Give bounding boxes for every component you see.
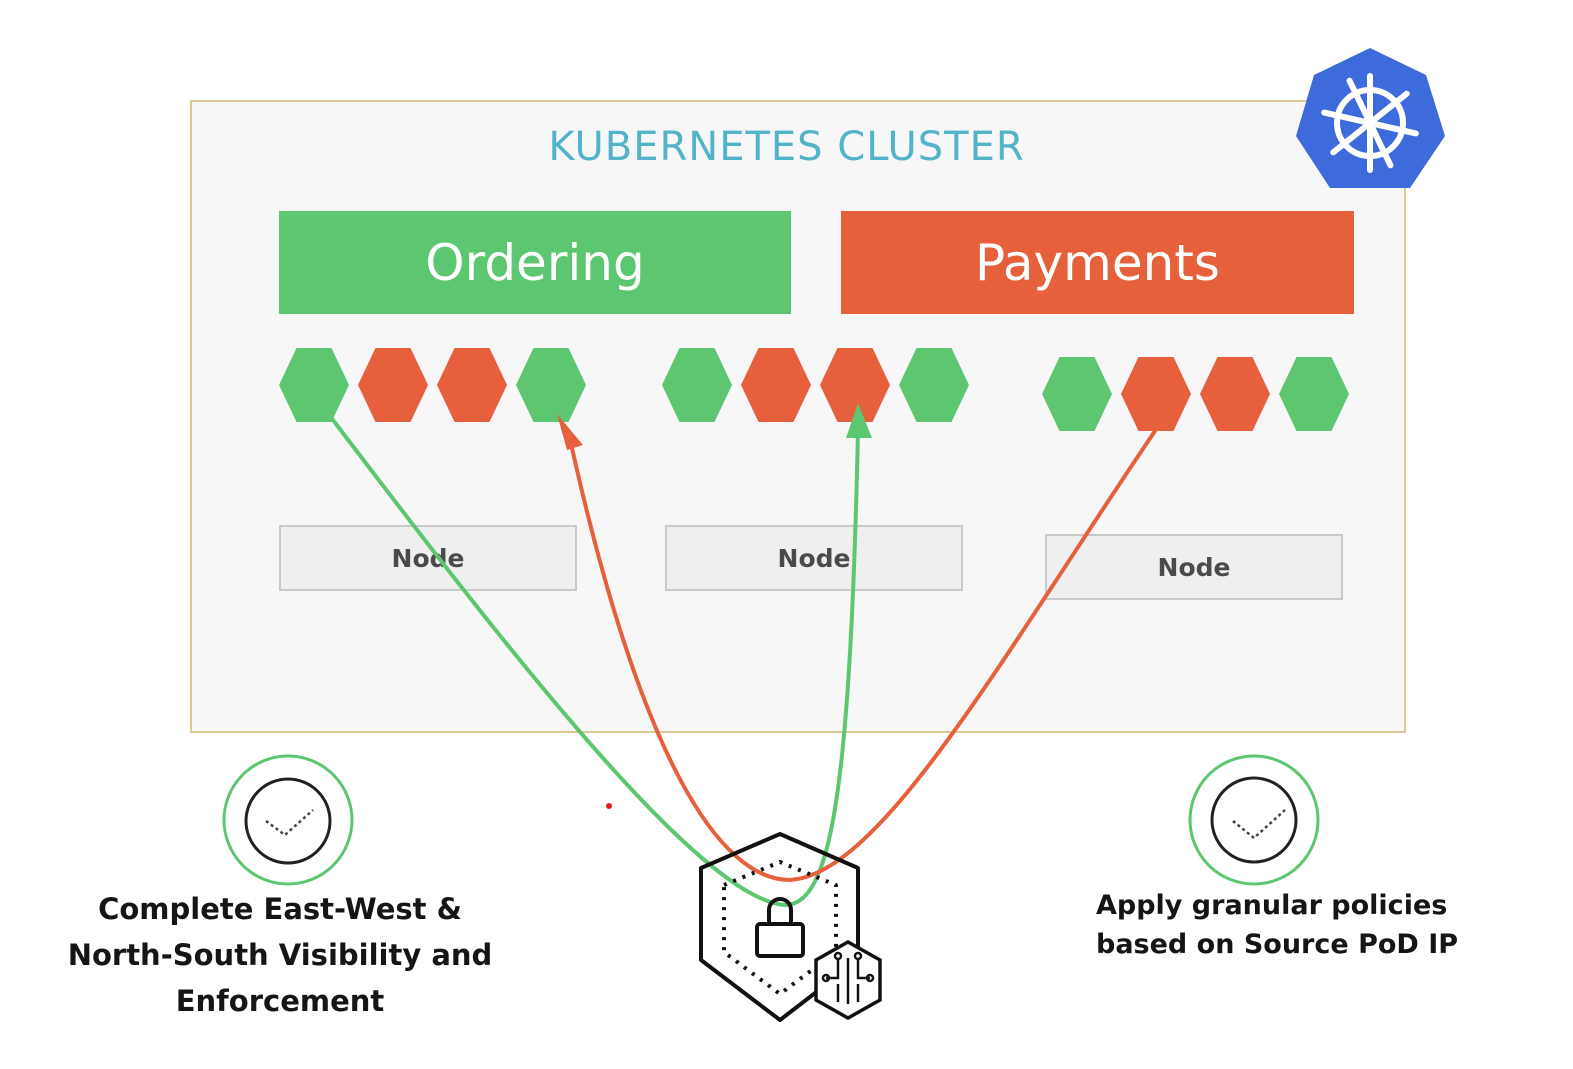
pod-red xyxy=(820,348,890,422)
service-ordering-label: Ordering xyxy=(425,233,645,292)
node-label: Node xyxy=(777,543,851,573)
node-1: Node xyxy=(279,525,577,591)
caption-line: based on Source PoD IP xyxy=(1096,929,1459,960)
ai-chip-hexagon-icon xyxy=(814,939,882,1021)
service-ordering: Ordering xyxy=(279,211,791,314)
pod-red xyxy=(437,348,507,422)
pod-green xyxy=(279,348,349,422)
arrowhead-green xyxy=(846,403,872,438)
pod-red xyxy=(741,348,811,422)
pod-green xyxy=(1042,357,1112,431)
feature-granular-policies-caption: Apply granular policies based on Source … xyxy=(1096,886,1476,964)
pod-red xyxy=(1200,357,1270,431)
flow-green-ordering-pod-to-firewall xyxy=(331,418,860,908)
stray-dot xyxy=(606,803,612,809)
flows-layer xyxy=(331,418,1159,908)
check-circle-icon-right xyxy=(1188,754,1320,886)
node-label: Node xyxy=(1157,552,1231,582)
flow-red-payments-pod-to-firewall xyxy=(566,426,1159,883)
service-payments: Payments xyxy=(841,211,1354,314)
pod-red xyxy=(358,348,428,422)
check-circle-icon-left xyxy=(222,754,354,886)
cluster-title: KUBERNETES CLUSTER xyxy=(548,124,1025,170)
pod-red xyxy=(1121,357,1191,431)
service-payments-label: Payments xyxy=(975,233,1220,292)
pods-layer xyxy=(279,348,1349,431)
node-3: Node xyxy=(1045,534,1343,600)
caption-line: Complete East-West & xyxy=(98,892,462,926)
pod-green xyxy=(516,348,586,422)
node-2: Node xyxy=(665,525,963,591)
caption-line: North-South Visibility and xyxy=(67,938,493,972)
caption-line: Apply granular policies xyxy=(1096,890,1448,921)
caption-line: Enforcement xyxy=(175,984,385,1018)
kubernetes-logo-icon xyxy=(1296,48,1445,188)
arrowhead-red xyxy=(557,414,583,450)
pod-green xyxy=(662,348,732,422)
pod-group-3 xyxy=(1042,357,1349,431)
node-label: Node xyxy=(391,543,465,573)
pod-group-1 xyxy=(279,348,586,422)
pod-green xyxy=(1279,357,1349,431)
pod-group-2 xyxy=(662,348,969,422)
pod-green xyxy=(899,348,969,422)
feature-visibility-caption: Complete East-West & North-South Visibil… xyxy=(40,886,520,1024)
